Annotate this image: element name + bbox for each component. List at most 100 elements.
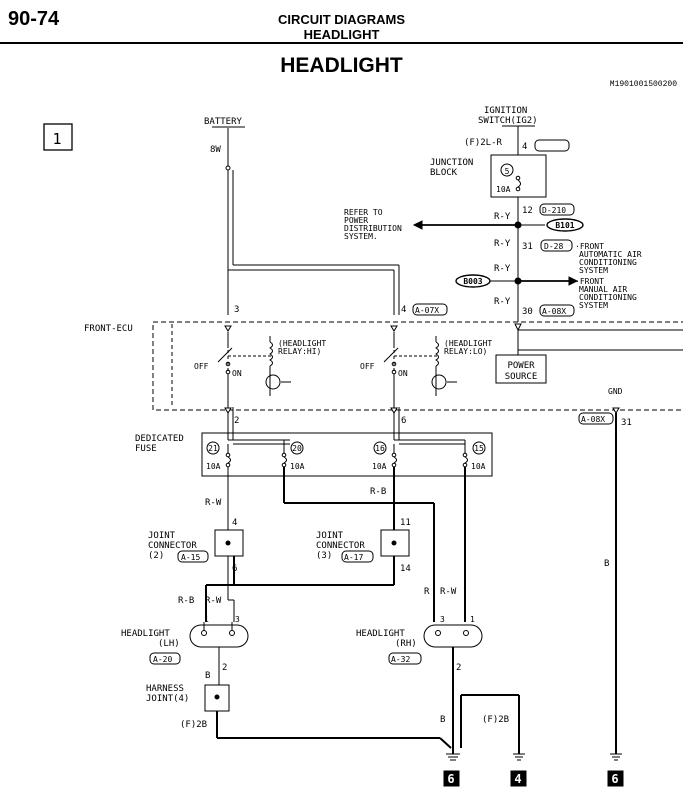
fuse-15-amp: 10A <box>471 462 486 471</box>
connector-d210: D-210 <box>542 206 566 215</box>
fuse-16-amp: 10A <box>372 462 387 471</box>
ignition-pin: 4 <box>522 142 527 152</box>
refer-label-4: SYSTEM. <box>344 232 378 241</box>
harness-joint-label-1: HARNESS <box>146 684 184 694</box>
ecu-pin-6: 6 <box>401 416 406 426</box>
switch-on-1: ON <box>232 369 242 378</box>
hl-rh-label-1: HEADLIGHT <box>356 629 405 639</box>
jc3-label-1: JOINT <box>316 531 344 541</box>
dedicated-fuse-label-2: FUSE <box>135 444 157 454</box>
front-auto-ac-4: SYSTEM <box>579 266 608 275</box>
ground-symbols <box>446 753 622 761</box>
fuse-21: 21 <box>208 444 218 453</box>
gnd-label: GND <box>608 387 623 396</box>
wire-ry-3: R-Y <box>494 264 511 274</box>
headlight-rh-shape <box>423 624 483 648</box>
wire-b-lh: B <box>205 671 210 681</box>
connector-a17: A-17 <box>344 553 363 562</box>
jc3-label-3: (3) <box>316 551 332 561</box>
refer-label-3: DISTRIBUTION <box>344 224 402 233</box>
junction-block-label-2: BLOCK <box>430 168 458 178</box>
ecu-pin-2: 2 <box>234 416 239 426</box>
ecu-pin-3: 3 <box>234 305 239 315</box>
connector-a08x-gnd: A-08X <box>581 415 605 424</box>
switch-off-2: OFF <box>360 362 375 371</box>
connector-a07x: A-07X <box>415 306 439 315</box>
connector-a15: A-15 <box>181 553 200 562</box>
ignition-switch-label: SWITCH(IG2) <box>478 116 538 126</box>
dedicated-fuse-box <box>201 432 493 477</box>
relay-hi-label-1: (HEADLIGHT <box>278 339 326 348</box>
jc3-label-2: CONNECTOR <box>316 541 365 551</box>
jb-fuse-amp: 10A <box>496 185 511 194</box>
diagram-title: HEADLIGHT <box>280 54 403 77</box>
header-rule <box>0 42 683 44</box>
ground-4: 4 <box>514 772 521 786</box>
wire-f2b-lh: (F)2B <box>180 720 207 730</box>
wire-ry-1: R-Y <box>494 212 511 222</box>
ground-6-a: 6 <box>447 772 454 786</box>
fuse-20: 20 <box>292 444 302 453</box>
connector-a20: A-20 <box>153 655 172 664</box>
power-source-label-1: POWER <box>507 361 535 371</box>
ignition-label: IGNITION <box>484 106 527 116</box>
battery-label: BATTERY <box>204 117 243 127</box>
pin-12: 12 <box>522 206 533 216</box>
junction-block-label-1: JUNCTION <box>430 158 473 168</box>
front-manual-ac-4: SYSTEM <box>579 301 608 310</box>
front-manual-ac-1: ·FRONT <box>575 277 604 286</box>
jc3-pin-bot: 14 <box>400 564 411 574</box>
jc2-pin-top: 4 <box>232 518 237 528</box>
front-manual-ac-2: MANUAL AIR <box>579 285 627 294</box>
connector-a32: A-32 <box>391 655 410 664</box>
power-source-box <box>495 354 547 384</box>
harness-joint-label-2: JOINT(4) <box>146 694 189 704</box>
ecu-pin-4: 4 <box>401 305 406 315</box>
fuse-16: 16 <box>375 444 385 453</box>
splice-b003: B003 <box>463 277 482 286</box>
wire-rw-1: R-W <box>205 498 222 508</box>
relay-lo-label-1: (HEADLIGHT <box>444 339 492 348</box>
splice-b101: B101 <box>555 221 574 230</box>
wire-f2b-center: (F)2B <box>482 715 509 725</box>
refer-label-1: REFER TO <box>344 208 383 217</box>
power-source-label-2: SOURCE <box>505 372 538 382</box>
diagram-index: 1 <box>52 130 61 148</box>
dedicated-fuse-label-1: DEDICATED <box>135 434 184 444</box>
wire-rb-1: R-B <box>370 487 386 497</box>
page-number: 90-74 <box>8 8 60 30</box>
front-auto-ac-2: AUTOMATIC AIR <box>579 250 642 259</box>
switch-off-1: OFF <box>194 362 209 371</box>
hl-lh-pin-3: 3 <box>235 615 240 624</box>
document-id: M1901001500200 <box>609 80 677 89</box>
hl-rh-pin-2: 2 <box>456 663 461 673</box>
wire-rw-2: R-W <box>205 596 222 606</box>
pin-31: 31 <box>522 242 533 252</box>
hl-lh-label-2: (LH) <box>158 639 180 649</box>
connector-a08x: A-08X <box>542 307 566 316</box>
fuse-20-amp: 10A <box>290 462 305 471</box>
wire-b-rh: B <box>440 715 445 725</box>
jb-fuse-number: 5 <box>505 167 510 176</box>
wire-r: R <box>424 587 430 597</box>
gnd-pin-31: 31 <box>621 418 632 428</box>
front-auto-ac-3: CONDITIONING <box>579 258 637 267</box>
joint-connector-3-box <box>380 529 410 557</box>
hl-rh-pin-3: 3 <box>440 615 445 624</box>
refer-label-2: POWER <box>344 216 368 225</box>
jc2-pin-bot: 6 <box>232 564 237 574</box>
connector-d28: D-28 <box>544 242 563 251</box>
battery-wire-label: 8W <box>210 145 221 155</box>
hl-rh-pin-1: 1 <box>470 615 475 624</box>
relay-lo-label-2: RELAY:LO) <box>444 347 487 356</box>
front-ecu-box <box>152 321 683 411</box>
wire-ry-2: R-Y <box>494 239 511 249</box>
hl-lh-pin-2: 2 <box>222 663 227 673</box>
switch-on-2: ON <box>398 369 408 378</box>
pin-30: 30 <box>522 307 533 317</box>
fuse-21-amp: 10A <box>206 462 221 471</box>
relay-hi-label-2: RELAY:HI) <box>278 347 321 356</box>
wire-rb-2: R-B <box>178 596 194 606</box>
jc3-pin-top: 11 <box>400 518 411 528</box>
